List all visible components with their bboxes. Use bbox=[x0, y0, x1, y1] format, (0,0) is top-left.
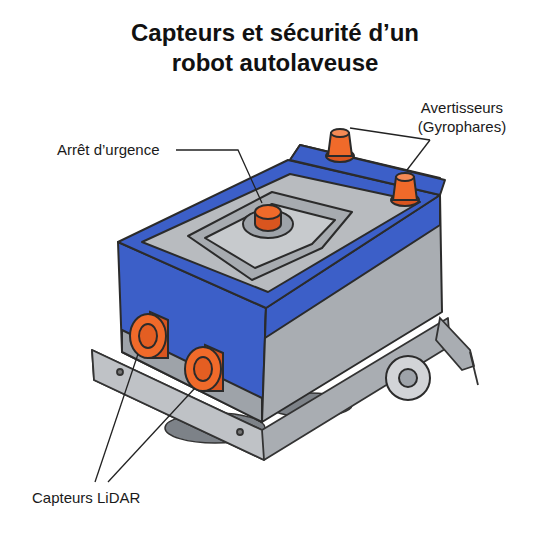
diagram-title: Capteurs et sécurité d’un robot autolave… bbox=[125, 18, 425, 78]
squeegee-part bbox=[436, 318, 474, 370]
lidar-sensors bbox=[130, 312, 223, 391]
emergency-stop-part bbox=[255, 205, 281, 219]
chassi-part bbox=[237, 429, 243, 435]
callout-label: Avertisseurs (Gyrophares) bbox=[400, 98, 524, 136]
lidar-sensor-part bbox=[185, 347, 221, 391]
body-part bbox=[142, 174, 420, 292]
emergency-stop bbox=[243, 205, 293, 238]
chassi-part bbox=[117, 369, 123, 375]
body-part bbox=[290, 145, 445, 195]
beacons bbox=[326, 129, 419, 206]
lidar-sensor-part bbox=[139, 324, 157, 348]
body-part bbox=[205, 204, 335, 268]
lidar-sensor-part bbox=[194, 357, 212, 381]
body bbox=[118, 145, 445, 422]
callout-label: Capteurs LiDAR bbox=[32, 488, 140, 507]
callout-label: Arrêt d’urgence bbox=[57, 140, 160, 159]
leader-line-part bbox=[407, 140, 430, 170]
beacon-part bbox=[331, 129, 349, 137]
wheel bbox=[386, 356, 430, 400]
wheel-part bbox=[386, 356, 430, 400]
leader-line-part bbox=[108, 388, 195, 482]
beacon-part bbox=[396, 173, 414, 181]
body-part bbox=[188, 192, 352, 280]
leader-line-part bbox=[176, 150, 262, 203]
lidar-sensor-part bbox=[130, 314, 166, 358]
squeegee-part bbox=[470, 352, 478, 385]
wheel-part bbox=[399, 369, 417, 387]
leader-line-part bbox=[95, 354, 138, 482]
leader-lines bbox=[95, 128, 430, 482]
squeegee bbox=[436, 318, 478, 385]
